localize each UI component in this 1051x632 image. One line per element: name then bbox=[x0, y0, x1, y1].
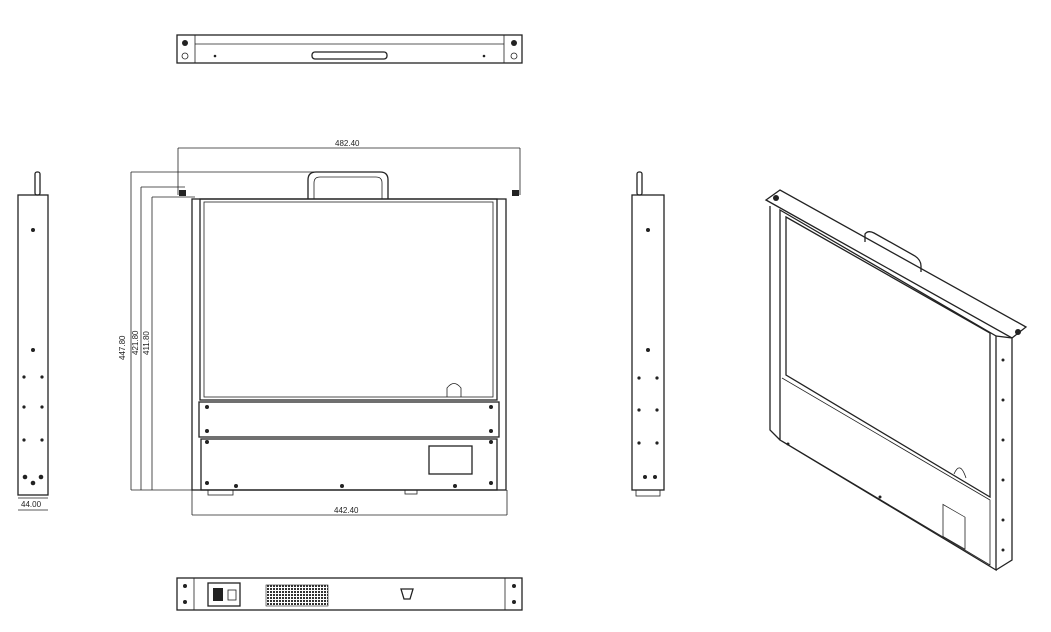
front-view bbox=[130, 147, 521, 516]
dimension-body-width: 442.40 bbox=[334, 506, 359, 515]
right-side-view bbox=[631, 171, 665, 497]
rear-view bbox=[176, 577, 523, 611]
top-view bbox=[176, 34, 523, 64]
dimension-depth-mid: 421.80 bbox=[131, 330, 140, 355]
left-side-view bbox=[17, 171, 49, 511]
dimension-depth-total: 447.80 bbox=[118, 335, 127, 360]
dimension-depth-inner: 411.80 bbox=[142, 331, 151, 355]
isometric-view bbox=[764, 189, 1028, 572]
dimension-height: 44.00 bbox=[21, 500, 42, 509]
dimension-overall-width: 482.40 bbox=[335, 139, 360, 148]
